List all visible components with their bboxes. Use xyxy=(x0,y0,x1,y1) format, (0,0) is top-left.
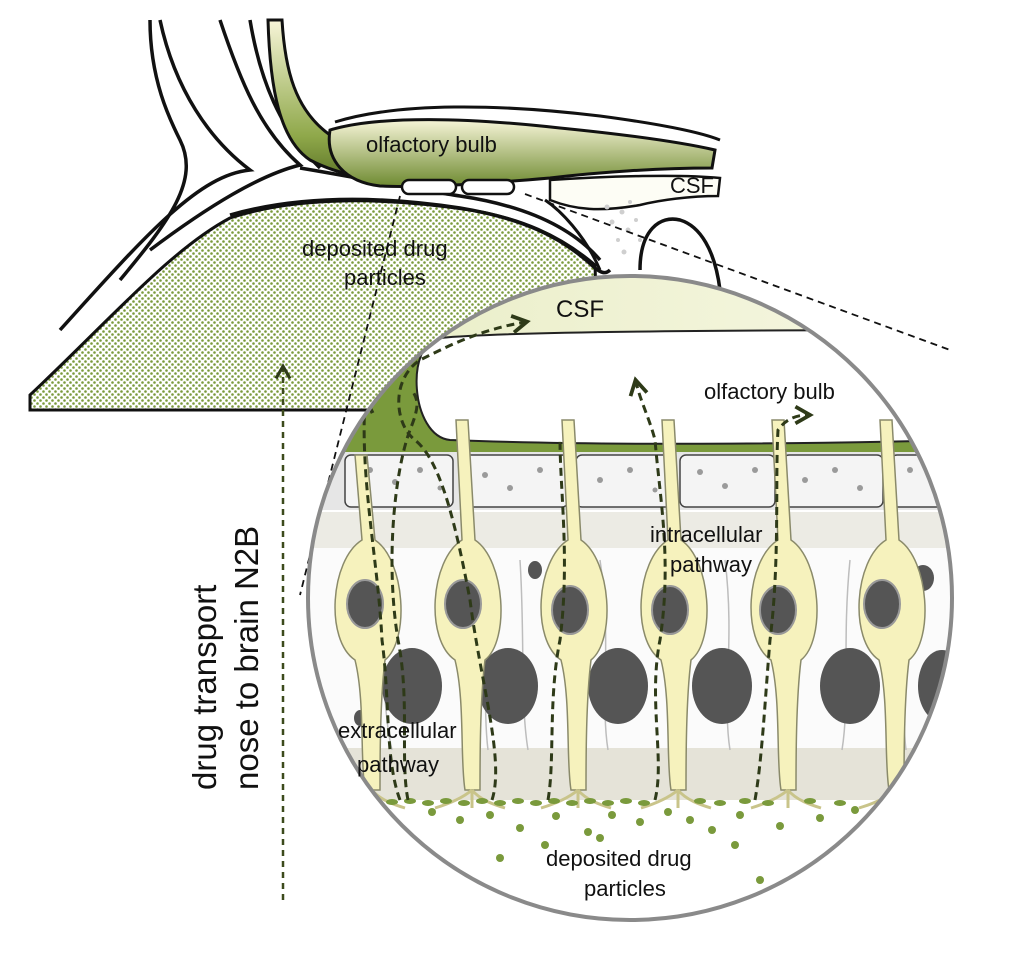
neuron-nuclei xyxy=(346,579,901,635)
extracellular-path-3 xyxy=(390,389,419,801)
intracellular-path-3 xyxy=(753,404,814,801)
supporting-cell-nuclei xyxy=(354,561,952,726)
label-csf-top: CSF xyxy=(670,173,714,198)
basement-band xyxy=(308,748,952,800)
label-deposited-bottom-1: deposited drug xyxy=(546,846,692,871)
label-extracellular-1: extracellular xyxy=(338,718,457,743)
intracellular-path-2 xyxy=(628,376,667,801)
label-csf-zoom: CSF xyxy=(556,296,604,323)
label-olfactory-bulb-top: olfactory bulb xyxy=(366,132,497,157)
label-extracellular-2: pathway xyxy=(357,752,439,777)
bone-blocks xyxy=(344,454,952,508)
extracellular-path xyxy=(354,394,402,801)
label-transport-2: nose to brain N2B xyxy=(228,526,265,790)
label-olfactory-bulb-zoom: olfactory bulb xyxy=(704,379,835,404)
drug-particles xyxy=(386,798,859,884)
skull-outline-1 xyxy=(118,19,189,282)
zoom-circle xyxy=(306,274,954,922)
pathway-arrows xyxy=(354,314,814,801)
faint-particles-top xyxy=(604,200,642,255)
cribriform-lower xyxy=(229,197,612,275)
sinus-outline xyxy=(638,217,722,291)
olfactory-bulb-zoom xyxy=(415,328,952,445)
dura-outline xyxy=(334,105,721,142)
cribriform-pore xyxy=(460,178,516,196)
olfactory-bulb-shape xyxy=(327,118,717,189)
label-intracellular-1: intracellular xyxy=(650,522,763,547)
intracellular-path xyxy=(546,439,566,801)
label-deposited-top-2: particles xyxy=(344,265,426,290)
label-intracellular-2: pathway xyxy=(670,552,752,577)
cribriform-pore xyxy=(400,178,458,196)
extracellular-path-2 xyxy=(397,314,531,801)
skull-outline-3 xyxy=(148,19,304,252)
label-transport-1: drug transport xyxy=(186,585,223,790)
csf-channel xyxy=(548,174,722,211)
zoom-guide-line xyxy=(524,193,951,351)
labels: olfactory bulb CSF deposited drug partic… xyxy=(186,132,835,901)
lamina-band xyxy=(308,512,952,548)
label-deposited-bottom-2: particles xyxy=(584,876,666,901)
skull-outline-2 xyxy=(58,19,255,332)
label-deposited-top-1: deposited drug xyxy=(302,236,448,261)
zoom-circle-border xyxy=(306,274,954,922)
